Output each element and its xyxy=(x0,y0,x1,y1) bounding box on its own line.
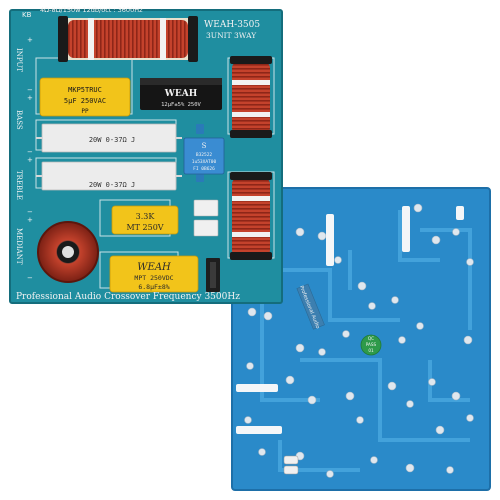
resistor-clips xyxy=(196,124,204,182)
top-inductor-coil xyxy=(58,16,198,62)
svg-text:+: + xyxy=(27,36,33,44)
blue-cap-line1: B32522 xyxy=(196,152,213,158)
yellow-large-line1: MPT 250VDC xyxy=(134,274,173,282)
weah-cap-spec: 12μF±5% 250V xyxy=(161,102,201,108)
qc-line3: 01 xyxy=(368,348,374,353)
svg-text:+: + xyxy=(27,156,33,164)
yellow-capacitor-large: WEAH MPT 250VDC 6.8μF±8% xyxy=(109,255,199,293)
yellow-large-brand: WEAH xyxy=(137,262,171,273)
yellow-capacitor-small: 3.3K MT 250V xyxy=(111,205,179,235)
blue-cap-line2: 1u53XAT00 xyxy=(192,159,217,165)
back-pcb xyxy=(232,188,490,490)
header-spec: 4Ω-8Ω/150w 12db/oct : 3600Hz xyxy=(40,6,143,14)
back-traces xyxy=(250,210,472,472)
qc-line1: QC xyxy=(368,336,374,341)
corner-mark: KB xyxy=(22,11,32,19)
label-treble: TREBLE xyxy=(15,170,23,200)
svg-text:−: − xyxy=(27,274,33,282)
mkp-line2: 5μF 250VAC xyxy=(64,97,106,105)
yellow-large-line2: 6.8μF±8% xyxy=(138,283,169,291)
front-board: KB 4Ω-8Ω/150w 12db/oct : 3600Hz WEAH-350… xyxy=(9,6,283,304)
spool-inductor xyxy=(37,221,99,283)
mkp-capacitor: MKP5TRUC 5μF 250VAC PP xyxy=(39,77,131,117)
yellow-small-line1: 3.3K xyxy=(136,212,156,221)
mkp-line1: MKP5TRUC xyxy=(68,86,102,94)
back-small-component xyxy=(283,455,299,475)
right-inductor-coil-lower xyxy=(230,172,272,260)
svg-text:+: + xyxy=(27,94,33,102)
right-inductor-coil-upper xyxy=(230,56,272,138)
ceramic-resistor-2: 20W 0-37Ω J xyxy=(41,161,177,191)
solder-pads xyxy=(244,203,474,478)
board-subtitle: 3UNIT 3WAY xyxy=(206,31,257,40)
label-mediant: MEDIANT xyxy=(15,228,23,265)
resistor-1-text: 20W 0-37Ω J xyxy=(89,136,135,144)
back-zip-ties xyxy=(236,206,464,434)
yellow-small-line2: MT 250V xyxy=(126,223,163,232)
svg-text:−: − xyxy=(27,208,33,216)
qc-line2: PASS xyxy=(366,342,377,347)
svg-text:−: − xyxy=(27,148,33,156)
svg-text:−: − xyxy=(27,86,33,94)
svg-text:S: S xyxy=(202,142,207,150)
small-black-component xyxy=(206,258,220,292)
mkp-line3: PP xyxy=(81,108,89,115)
label-input: INPUT xyxy=(15,48,23,72)
svg-text:+: + xyxy=(27,216,33,224)
white-terminal-blocks xyxy=(193,199,219,237)
ceramic-resistor-1: 20W 0-37Ω J xyxy=(41,123,177,153)
weah-black-capacitor: WEAH 12μF±5% 250V xyxy=(140,78,222,110)
resistor-2-text: 20W 0-37Ω J xyxy=(89,181,135,189)
blue-film-capacitor: S B32522 1u53XAT00 FI 0B626 xyxy=(183,137,225,175)
label-bass: BASS xyxy=(15,110,23,130)
board-footer: Professional Audio Crossover Frequency 3… xyxy=(16,292,240,302)
qc-pass-badge: QC PASS 01 xyxy=(360,334,382,356)
back-board: Professional Audio QC PASS 01 xyxy=(231,187,491,491)
weah-cap-brand: WEAH xyxy=(164,89,198,99)
blue-cap-line3: FI 0B626 xyxy=(193,166,215,172)
model-number: WEAH-3505 xyxy=(204,20,260,30)
